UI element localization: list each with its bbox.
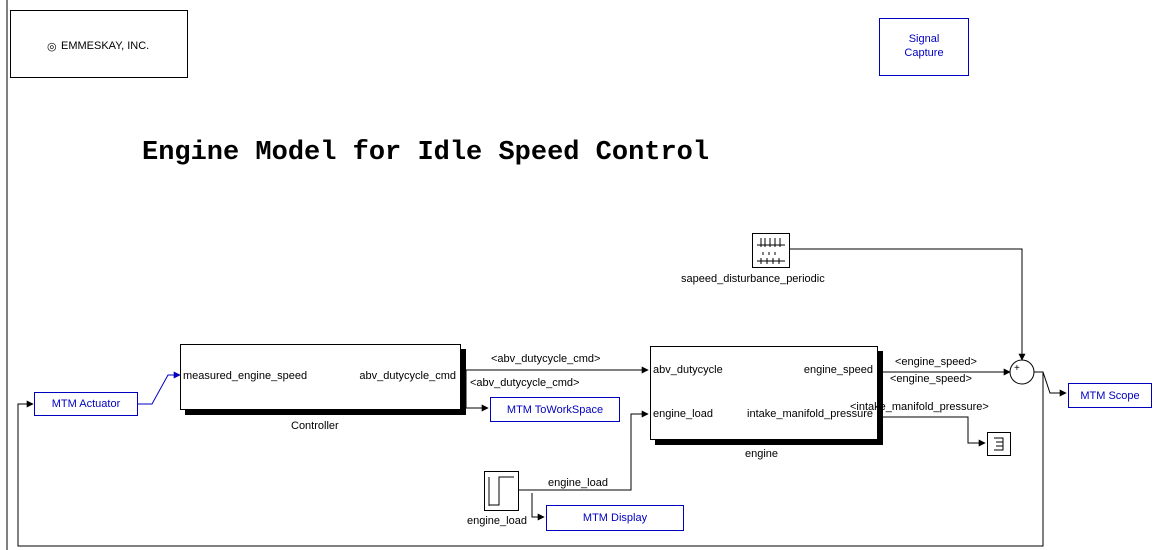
- engine-block[interactable]: abv_dutycycle engine_load engine_speed i…: [650, 346, 878, 440]
- actuator-to-controller-wire: [137, 371, 181, 405]
- signal-capture-line2: Capture: [904, 47, 944, 59]
- signal-capture-line1: Signal: [908, 33, 940, 45]
- engine-load-signal-label: engine_load: [548, 477, 608, 489]
- engine-load-display-wire: [531, 493, 545, 521]
- mtm-toworkspace-button[interactable]: MTM ToWorkSpace: [490, 397, 620, 422]
- mtm-actuator-button[interactable]: MTM Actuator: [34, 392, 138, 416]
- signal-capture-button[interactable]: Signal Capture: [879, 18, 969, 76]
- sum-sign: +: [1014, 363, 1020, 374]
- logo-icon: ◎: [47, 41, 57, 53]
- engine-speed-signal-label-top: <engine_speed>: [895, 356, 977, 368]
- mtm-scope-label: MTM Scope: [1080, 389, 1140, 402]
- mtm-toworkspace-label: MTM ToWorkSpace: [506, 403, 604, 416]
- pulse-pattern-icon: [757, 238, 785, 264]
- mtm-display-label: MTM Display: [582, 512, 648, 524]
- mtm-display-button[interactable]: MTM Display: [546, 505, 684, 531]
- engine-output-port-2: intake_manifold_pressure: [747, 408, 873, 420]
- abv-cmd-signal-label-top: <abv_dutycycle_cmd>: [491, 353, 601, 365]
- controller-block[interactable]: measured_engine_speed abv_dutycycle_cmd: [180, 344, 461, 410]
- controller-label: Controller: [291, 420, 339, 432]
- engine-load-step-block[interactable]: [484, 471, 519, 511]
- feedback-wire: [17, 372, 1044, 547]
- engine-output-port-1: engine_speed: [803, 364, 873, 376]
- page-title: Engine Model for Idle Speed Control: [142, 138, 710, 168]
- mtm-actuator-label: MTM Actuator: [51, 398, 121, 410]
- terminator-block[interactable]: [987, 432, 1011, 456]
- engine-input-port-1: abv_dutycycle: [653, 364, 723, 376]
- logo-box: ◎ EMMESKAY, INC.: [10, 10, 188, 78]
- disturbance-wire: [789, 248, 1026, 361]
- engine-input-port-2: engine_load: [653, 408, 713, 420]
- abv-cmd-toworkspace-wire: [465, 370, 489, 412]
- engine-load-block-label: engine_load: [467, 515, 527, 527]
- controller-input-port: measured_engine_speed: [183, 370, 308, 382]
- controller-output-port: abv_dutycycle_cmd: [359, 370, 456, 382]
- intake-pressure-signal-label: <intake_manifold_pressure>: [850, 401, 989, 413]
- step-icon: [488, 476, 514, 506]
- engine-speed-signal-label-bottom: <engine_speed>: [890, 373, 972, 385]
- engine-label: engine: [745, 448, 779, 460]
- disturbance-block[interactable]: [752, 233, 790, 268]
- mtm-scope-button[interactable]: MTM Scope: [1068, 383, 1152, 408]
- sum-to-scope-wire: [1034, 371, 1067, 397]
- engine-load-wire: [518, 410, 649, 491]
- intake-pressure-wire: [878, 416, 986, 447]
- logo-text: EMMESKAY, INC.: [61, 40, 150, 52]
- abv-cmd-signal-label-bottom: <abv_dutycycle_cmd>: [470, 377, 580, 389]
- terminator-icon: [994, 437, 1004, 451]
- disturbance-label: sapeed_disturbance_periodic: [681, 273, 825, 285]
- sum-block[interactable]: [1009, 359, 1035, 385]
